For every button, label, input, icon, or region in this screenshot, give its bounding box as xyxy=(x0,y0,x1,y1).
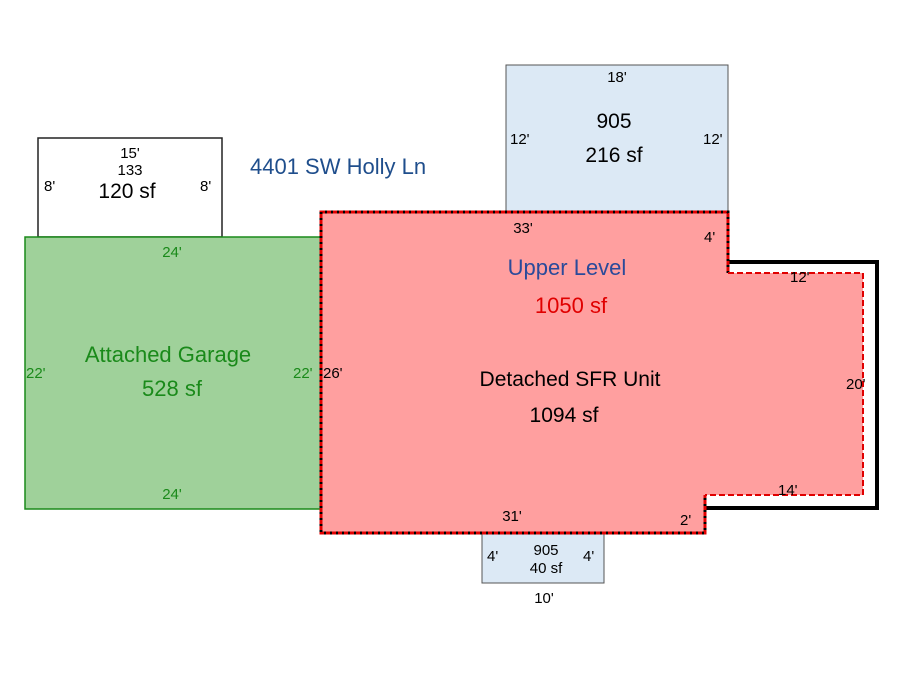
sfr-area-label: 1094 sf xyxy=(530,404,599,427)
garage-bottom-dim: 24' xyxy=(162,486,182,503)
deck-bottom-code: 905 xyxy=(533,542,558,559)
sfr-top-dim: 33' xyxy=(513,220,533,237)
upper-level-extension-border xyxy=(705,272,864,496)
garage-area xyxy=(24,236,322,510)
deck-top-code: 905 xyxy=(596,110,631,133)
garage-name: Attached Garage xyxy=(85,342,251,367)
shed-top-dim: 15' xyxy=(120,145,140,162)
sfr-area xyxy=(321,212,863,533)
shed-code: 133 xyxy=(117,162,142,179)
deck-top-right-dim: 12' xyxy=(703,131,723,148)
sfr-border xyxy=(319,210,730,535)
garage-right-dim: 22' xyxy=(293,365,313,382)
deck-top-width: 18' xyxy=(607,69,627,86)
upper-level-name: Upper Level xyxy=(508,255,627,280)
deck-bottom-left-dim: 4' xyxy=(487,548,498,565)
upper-level-area: 1050 sf xyxy=(535,293,608,318)
shed-right-dim: 8' xyxy=(200,178,211,195)
address-label: 4401 SW Holly Ln xyxy=(250,154,426,179)
sfr-extension-outline xyxy=(705,260,879,510)
garage-area-label: 528 sf xyxy=(142,376,203,401)
sfr-bottom-dim: 31' xyxy=(502,508,522,525)
sfr-ext-top-dim: 12' xyxy=(790,269,810,286)
deck-top xyxy=(505,64,729,213)
sfr-notch-bottom-dim: 2' xyxy=(680,512,691,529)
deck-bottom-area: 40 sf xyxy=(530,560,563,577)
garage-left-dim: 22' xyxy=(26,365,46,382)
deck-bottom-width: 10' xyxy=(534,590,554,607)
shed-left-dim: 8' xyxy=(44,178,55,195)
deck-top-area: 216 sf xyxy=(585,144,642,167)
sfr-ext-bottom-dim: 14' xyxy=(778,482,798,499)
sfr-ext-right-dim: 20' xyxy=(846,376,866,393)
deck-top-left-dim: 12' xyxy=(510,131,530,148)
deck-bottom xyxy=(481,532,605,584)
shed-area: 120 sf xyxy=(98,180,155,203)
deck-bottom-right-dim: 4' xyxy=(583,548,594,565)
sfr-left-dim: 26' xyxy=(323,365,343,382)
shed-outline xyxy=(37,137,223,238)
sfr-name: Detached SFR Unit xyxy=(480,368,661,391)
garage-top-dim: 24' xyxy=(162,244,182,261)
sfr-notch-top-dim: 4' xyxy=(704,229,715,246)
